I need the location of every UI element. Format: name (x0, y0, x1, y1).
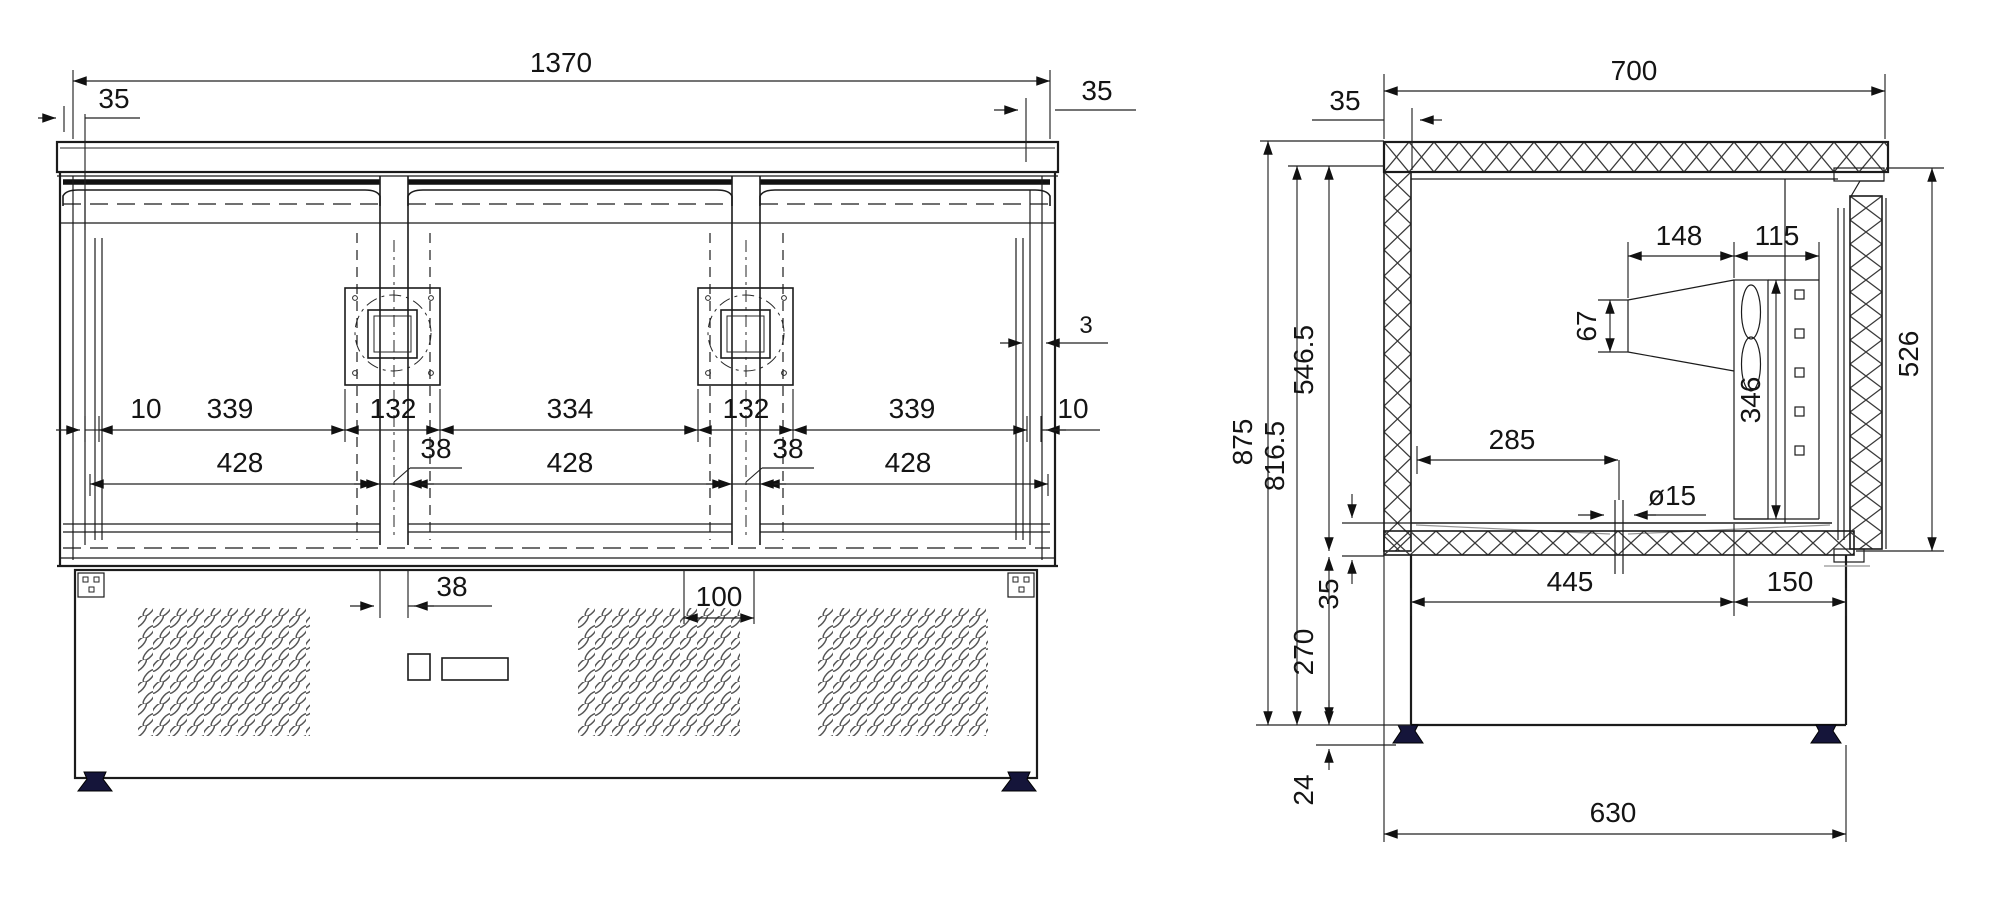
front-dim-row2: 428 38 428 38 428 (89, 433, 1049, 496)
dim-side-overall-depth: 700 (1611, 55, 1658, 86)
dim-front-row2-0: 428 (217, 447, 264, 478)
dim-front-row1-6: 10 (1057, 393, 1088, 424)
dim-front-drain-span: 100 (696, 581, 743, 612)
dim-front-overall-width: 1370 (530, 47, 592, 78)
switch-plate (441, 657, 509, 681)
side-base-section (1392, 555, 1848, 744)
dim-front-row2-4: 428 (885, 447, 932, 478)
dim-side-base-section-height: 270 (1288, 629, 1319, 676)
front-base-cabinet (73, 568, 1039, 792)
side-evaporator (1627, 179, 1820, 523)
dim-front-row2-2: 428 (547, 447, 594, 478)
dim-front-row1-1: 339 (207, 393, 254, 424)
side-door (1824, 167, 1887, 567)
front-dim-row1: 10 339 132 334 132 339 10 (56, 389, 1100, 442)
dim-side-top-inset: 35 (1329, 85, 1360, 116)
dim-side-overall-height: 875 (1227, 419, 1258, 466)
dim-side-duct-height: 67 (1571, 310, 1602, 341)
front-dim-mullion: 38 (350, 570, 492, 618)
dim-side-evap-width: 148 (1656, 220, 1703, 251)
fan-blade-top (1740, 284, 1762, 340)
front-lock-plates (344, 287, 794, 386)
foot-side-left (1392, 724, 1424, 744)
dim-side-base-depth-rear: 150 (1767, 566, 1814, 597)
dim-side-drain-diameter: ø15 (1648, 480, 1696, 511)
dim-front-left-inset: 35 (98, 83, 129, 114)
dim-side-evap-inset: 115 (1755, 220, 1800, 251)
lock-plate-right (697, 287, 794, 386)
foot-front-left (77, 771, 113, 792)
vent-grille-1 (138, 608, 310, 736)
front-worktop (55, 140, 1060, 185)
fan-blade-bottom (1740, 336, 1762, 392)
dim-front-row1-5: 339 (889, 393, 936, 424)
dim-front-row1-4: 132 (723, 393, 770, 424)
side-floor (1383, 522, 1855, 556)
dim-side-evap-height: 346 (1735, 377, 1766, 424)
dim-front-right-inset: 35 (1081, 75, 1112, 106)
foot-front-right (1001, 771, 1037, 792)
front-door-top-rail (60, 189, 1055, 224)
side-worktop (1382, 140, 1890, 174)
side-drain (1614, 500, 1624, 574)
dim-side-door-height: 526 (1893, 331, 1924, 378)
side-left-wall (1383, 171, 1838, 552)
dim-side-interior-height: 546.5 (1288, 325, 1319, 395)
foot-side-right (1810, 724, 1842, 744)
switch-square (407, 653, 431, 681)
dim-front-row1-3: 334 (547, 393, 594, 424)
dim-front-row1-2: 132 (370, 393, 417, 424)
dim-side-foot-height: 24 (1288, 774, 1319, 805)
side-view: 700 35 148 115 67 346 52 (1227, 55, 1944, 842)
dim-side-base-depth-front: 445 (1547, 566, 1594, 597)
side-dimensions: 700 35 148 115 67 346 52 (1227, 55, 1944, 842)
dim-side-base-width: 630 (1590, 797, 1637, 828)
front-doors (57, 172, 1058, 568)
dim-side-body-height: 816.5 (1259, 421, 1290, 491)
front-dimensions: 1370 35 35 3 (38, 47, 1136, 624)
dim-side-drain-offset: 285 (1489, 424, 1536, 455)
vent-grille-2 (578, 608, 740, 736)
lock-plate-left (344, 287, 441, 386)
vent-grille-3 (818, 608, 988, 736)
corner-bracket-right (1007, 572, 1035, 598)
front-dim-drain-span: 100 (683, 570, 755, 624)
dim-front-row2-1: 38 (420, 433, 451, 464)
dim-front-side-gap: 3 (1079, 312, 1092, 339)
corner-bracket-left (77, 572, 105, 598)
dim-front-mullion-width: 38 (436, 571, 467, 602)
dim-front-row2-3: 38 (772, 433, 803, 464)
dim-front-row1-0: 10 (130, 393, 161, 424)
front-view: 1370 35 35 3 (38, 47, 1136, 792)
